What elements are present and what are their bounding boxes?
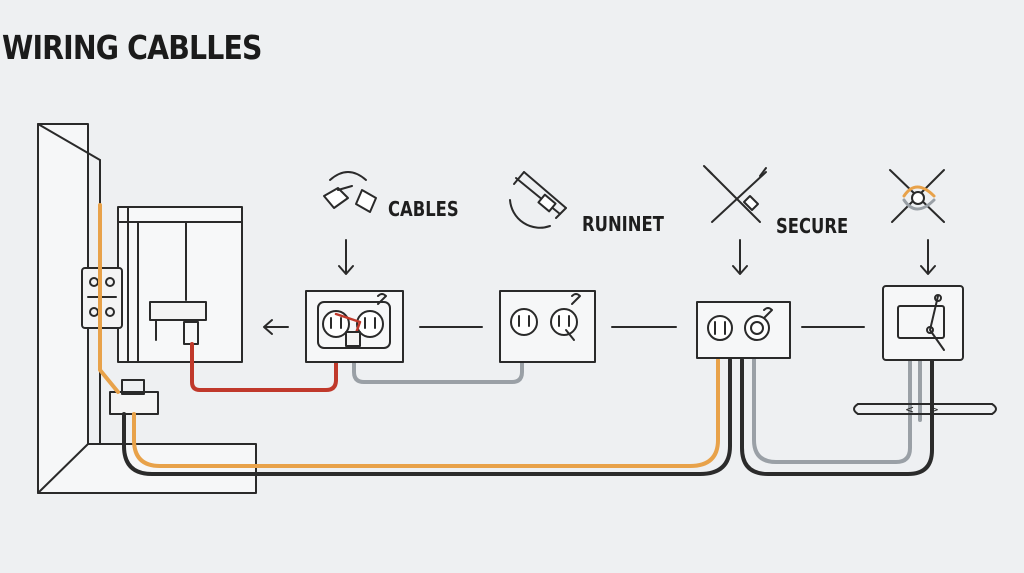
step-label-secure: SECURE bbox=[776, 214, 849, 238]
orange-wire bbox=[98, 203, 720, 468]
outlet-2 bbox=[499, 290, 596, 363]
junction-box-4 bbox=[882, 285, 964, 361]
step-label-runinet: RUNINET bbox=[582, 212, 664, 236]
black-run-wire bbox=[740, 358, 934, 476]
down-arrow-1 bbox=[338, 239, 354, 275]
gray-run-wire bbox=[752, 338, 912, 464]
meter-base bbox=[109, 379, 159, 415]
mounting-strap bbox=[853, 403, 997, 415]
gray-wire bbox=[352, 348, 524, 384]
cable-connectors-icon bbox=[323, 171, 377, 213]
breaker-switch bbox=[149, 301, 207, 345]
wire-bundle-icon bbox=[889, 169, 945, 223]
outlet-1 bbox=[305, 290, 404, 363]
red-wire bbox=[190, 336, 338, 392]
down-arrow-3 bbox=[920, 239, 936, 275]
diagram-title: WIRING CABLLES bbox=[2, 28, 262, 67]
strap-marks: < > bbox=[905, 403, 945, 416]
down-arrow-2 bbox=[732, 239, 748, 275]
black-wire bbox=[122, 358, 732, 476]
outlet-3 bbox=[696, 301, 791, 359]
cable-cutter-icon bbox=[509, 171, 567, 229]
crossed-tools-icon bbox=[703, 165, 767, 223]
left-arrow bbox=[263, 319, 289, 335]
step-label-cables: CABLES bbox=[388, 197, 459, 221]
breaker-panel bbox=[117, 206, 243, 363]
